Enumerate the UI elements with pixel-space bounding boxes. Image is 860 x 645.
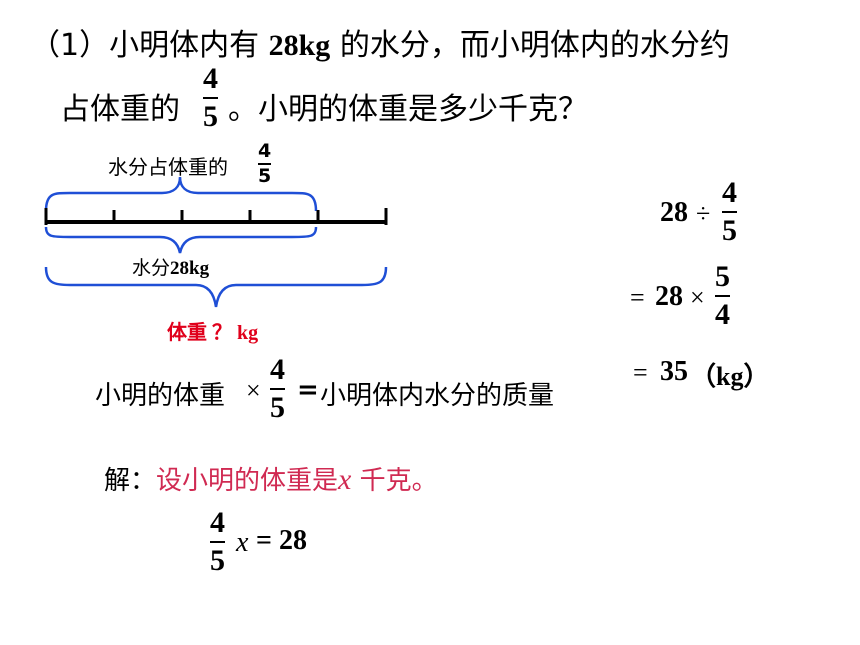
solution-let-text: 设小明的体重是 [156, 466, 339, 496]
equation-fraction-bar [210, 541, 225, 543]
diagram-top-fraction: 4 5 [258, 140, 272, 187]
calc-step3-unit: （kg） [690, 362, 770, 391]
diagram-water-label-prefix: 水分 [132, 257, 171, 279]
solution-line: 解：设小明的体重是x 千克。 [104, 460, 438, 497]
diagram-top-fraction-bar [258, 163, 272, 165]
calc-step3-eq: = [633, 358, 648, 387]
relation-right: 小明体内水分的质量 [320, 381, 555, 411]
problem-line-2-prefix: 占体重的 [60, 92, 180, 127]
calc-step1-lhs: 28 [660, 197, 688, 228]
diagram-water-label: 水分28kg [132, 253, 209, 280]
calc-step2-bar [715, 295, 730, 297]
problem-fraction-bar [203, 97, 218, 99]
diagram-top-fraction-numerator: 4 [258, 140, 272, 162]
diagram-top-label: 水分占体重的 [108, 155, 228, 179]
solution-label: 解： [104, 466, 157, 496]
problem-line-1: （1）小明体内有 28kg 的水分，而小明体内的水分约 [30, 20, 730, 64]
equation-fraction-numerator: 4 [210, 506, 225, 539]
solution-unit-text: 千克。 [351, 466, 438, 496]
calc-step2-eq: = [630, 283, 645, 312]
calc-step3-value: 35 [660, 356, 688, 387]
relation-left: 小明的体重 [95, 381, 226, 411]
calc-step2-numerator: 5 [715, 260, 730, 293]
problem-fraction: 4 5 [203, 64, 218, 132]
relation-times: × [246, 376, 261, 405]
problem-fraction-denominator: 5 [203, 100, 218, 133]
total-weight-brace [44, 266, 388, 308]
problem-line-1-prefix: （1）小明体内有 [30, 28, 269, 63]
relation-fraction-numerator: 4 [270, 353, 285, 386]
calc-step1-fraction: 4 5 [722, 178, 737, 246]
diagram-water-label-value: 28kg [170, 258, 210, 279]
equation-variable: x [236, 527, 249, 558]
calc-step2-op: × [690, 283, 705, 312]
calc-step1-bar [722, 211, 737, 213]
equation-fraction-denominator: 5 [210, 544, 225, 577]
calc-step1-op: ÷ [696, 199, 711, 228]
calc-step2-denominator: 4 [715, 298, 730, 331]
problem-fraction-numerator: 4 [203, 62, 218, 95]
segment-diagram [44, 176, 388, 308]
calc-step1-numerator: 4 [722, 176, 737, 209]
calc-step2-fraction: 5 4 [715, 262, 730, 330]
problem-line-2-suffix: 。小明的体重是多少千克？ [228, 92, 588, 127]
solution-variable: x [338, 463, 352, 496]
relation-equals: = [297, 375, 319, 405]
problem-water-amount: 28kg [268, 29, 331, 62]
calc-step1-denominator: 5 [722, 214, 737, 247]
calc-step2-lhs: 28 [655, 281, 683, 312]
relation-fraction-bar [270, 388, 285, 390]
diagram-weight-label: 体重 ？ kg [167, 322, 259, 344]
relation-fraction-denominator: 5 [270, 391, 285, 424]
water-amount-brace [44, 226, 318, 254]
problem-line-1-suffix: 的水分，而小明体内的水分约 [330, 28, 730, 63]
equation-rhs: = 28 [256, 525, 307, 556]
diagram-top-fraction-denominator: 5 [258, 165, 272, 187]
relation-fraction: 4 5 [270, 355, 285, 423]
equation-fraction: 4 5 [210, 508, 225, 576]
water-fraction-brace [44, 176, 318, 212]
